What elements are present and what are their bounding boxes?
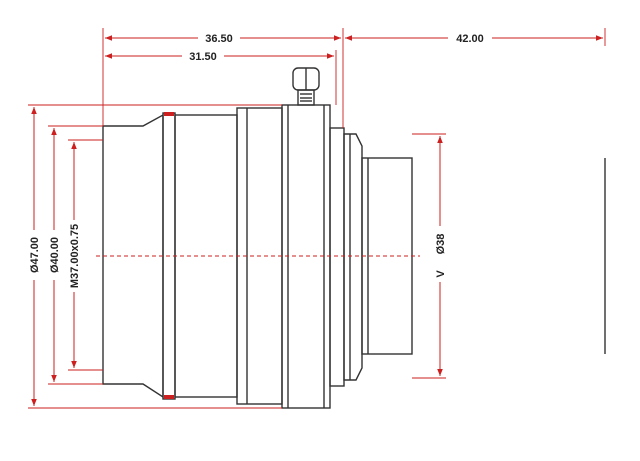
dim-36-50: 36.50 <box>205 33 233 45</box>
dim-diameter-47: Ø47.00 <box>29 237 41 273</box>
main-body <box>174 114 238 398</box>
dim-31-50: 31.50 <box>189 51 217 63</box>
focus-ring-top-band <box>164 112 174 116</box>
right-dimensions: Ø38 V <box>412 133 447 379</box>
mount-lip <box>343 133 363 381</box>
lock-screw <box>292 67 320 106</box>
dim-mount-label: V <box>435 270 447 278</box>
dim-diameter-40: Ø40.00 <box>49 237 61 273</box>
dim-42-00: 42.00 <box>456 33 484 45</box>
lens-body <box>102 67 606 409</box>
dim-mount-diameter: Ø38 <box>435 234 447 255</box>
top-dimensions: 36.50 42.00 31.50 <box>102 28 606 128</box>
left-dimensions: Ø47.00 Ø40.00 M37.00x0.75 <box>27 104 282 409</box>
focus-ring-bottom-band <box>164 395 174 399</box>
mount-step <box>329 127 345 387</box>
dim-filter-thread: M37.00x0.75 <box>69 224 81 288</box>
